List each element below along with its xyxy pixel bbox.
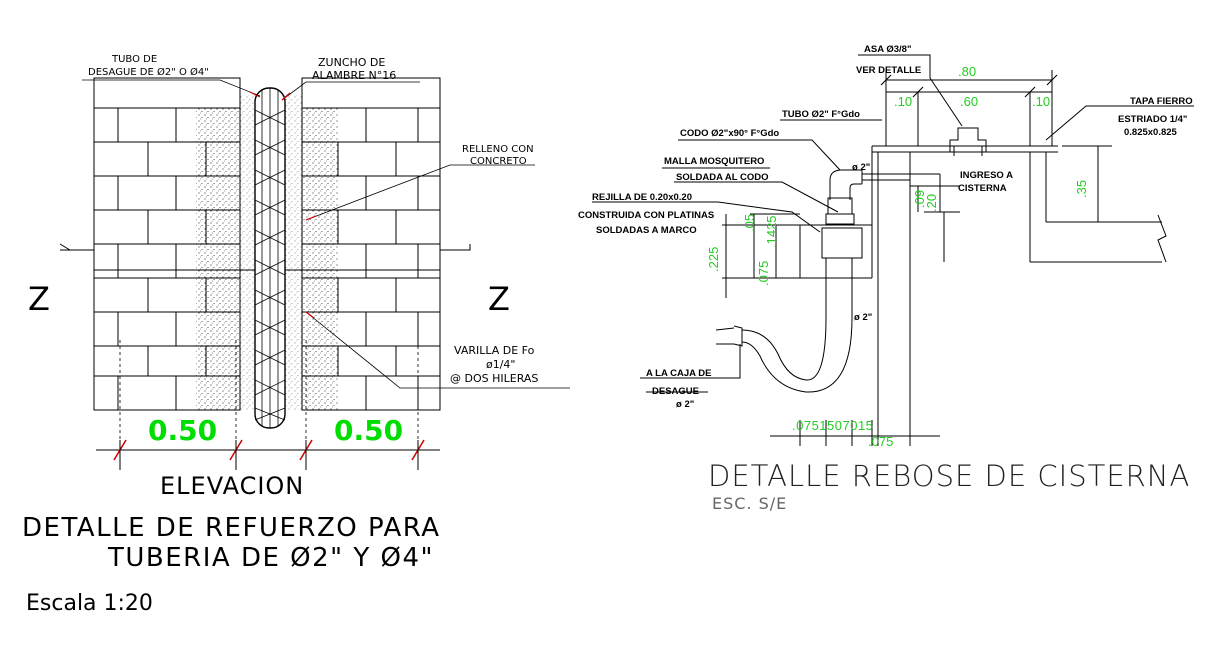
ver-detalle-label: VER DETALLE bbox=[856, 65, 921, 76]
right-title: DETALLE REBOSE DE CISTERNA bbox=[708, 459, 1190, 493]
ingreso-label-1: INGRESO A bbox=[960, 170, 1013, 181]
malla-label-2: SOLDADA AL CODO bbox=[676, 172, 769, 183]
dim-09: .09 bbox=[912, 190, 927, 208]
dim-075: .075 bbox=[756, 261, 771, 286]
label-zuncho-2: ALAMBRE N°16 bbox=[312, 69, 396, 82]
dim-20: .20 bbox=[924, 194, 939, 212]
tapa-label-1: TAPA FIERRO bbox=[1130, 96, 1193, 107]
diam-label-2: ø 2" bbox=[854, 312, 872, 323]
caja-label-1: A LA CAJA DE bbox=[646, 368, 711, 379]
malla-label-1: MALLA MOSQUITERO bbox=[664, 156, 764, 167]
label-varilla-3: @ DOS HILERAS bbox=[450, 372, 538, 385]
diam-label-1: ø 2" bbox=[852, 162, 870, 173]
tubo-label: TUBO Ø2" F°Gdo bbox=[782, 109, 860, 120]
section-marker-left: Z bbox=[28, 280, 50, 318]
left-scale: Escala 1:20 bbox=[26, 591, 153, 616]
dim-bottom-2: .075 bbox=[868, 434, 893, 449]
ingreso-label-2: CISTERNA bbox=[958, 183, 1007, 194]
dim-05: .05 bbox=[742, 214, 757, 232]
label-tubo: TUBO DE bbox=[111, 54, 157, 65]
elevation-title: ELEVACION bbox=[160, 472, 304, 500]
left-title-line-1: DETALLE DE REFUERZO PARA bbox=[22, 513, 441, 543]
label-relleno: RELLENO CON bbox=[462, 144, 534, 155]
dim-bottom: .0751507015 bbox=[792, 418, 873, 433]
label-tubo-2: DESAGUE DE Ø2" O Ø4" bbox=[88, 66, 209, 78]
label-varilla: VARILLA DE Fo bbox=[454, 344, 535, 357]
dim-left: 0.50 bbox=[148, 414, 217, 447]
pipe bbox=[254, 87, 286, 429]
rejilla-label-1: REJILLA DE 0.20x0.20 bbox=[592, 192, 692, 203]
asa-label: ASA Ø3/8" bbox=[864, 44, 911, 55]
dim-1425: .1425 bbox=[764, 215, 779, 248]
dim-right: 0.50 bbox=[334, 414, 403, 447]
rejilla-label-3: SOLDADAS A MARCO bbox=[596, 225, 697, 236]
section-marker-right: Z bbox=[488, 280, 510, 318]
label-varilla-2: ø1/4" bbox=[486, 358, 516, 371]
dim-225: .225 bbox=[706, 247, 721, 272]
dim-10-b: .10 bbox=[1032, 94, 1050, 109]
dim-60: .60 bbox=[960, 94, 978, 109]
codo-label: CODO Ø2"x90° F°Gdo bbox=[680, 128, 779, 139]
dim-35: .35 bbox=[1074, 180, 1089, 198]
label-relleno-2: CONCRETO bbox=[470, 156, 527, 167]
caja-label-2: DESAGUE bbox=[652, 386, 699, 397]
rebose-detail bbox=[592, 54, 1194, 446]
left-title-line-2: TUBERIA DE Ø2" Y Ø4" bbox=[107, 543, 434, 573]
caja-label-3: ø 2" bbox=[676, 399, 694, 410]
tapa-label-2: ESTRIADO 1/4" bbox=[1118, 114, 1187, 125]
wall-elevation bbox=[59, 77, 570, 470]
right-scale: ESC. S/E bbox=[712, 494, 787, 513]
dim-10-a: .10 bbox=[894, 94, 912, 109]
label-zuncho: ZUNCHO DE bbox=[318, 56, 385, 69]
tapa-label-3: 0.825x0.825 bbox=[1124, 127, 1178, 138]
dim-80: .80 bbox=[958, 64, 976, 79]
rejilla-label-2: CONSTRUIDA CON PLATINAS bbox=[578, 210, 714, 221]
